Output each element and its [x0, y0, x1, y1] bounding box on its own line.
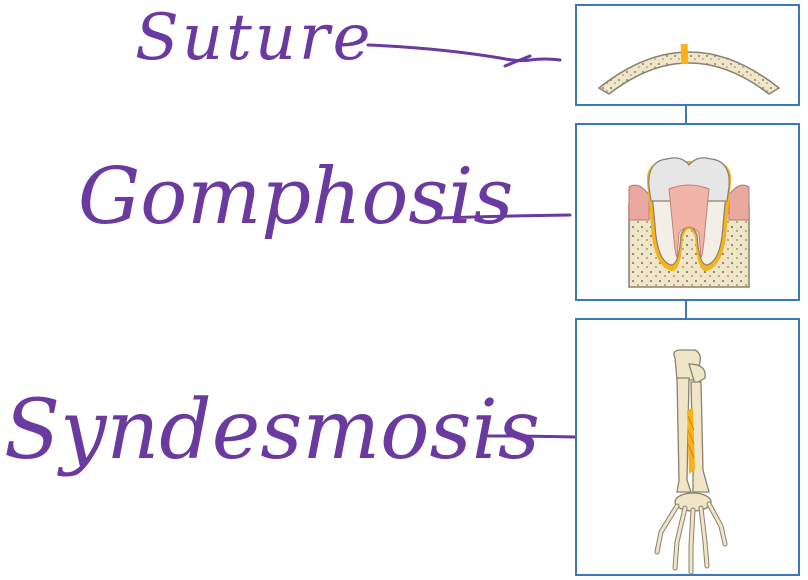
label-suture: Suture	[135, 1, 374, 75]
label-syndesmosis: Syndesmosis	[4, 383, 540, 478]
tooth-socket-illustration	[628, 157, 750, 288]
panel-syndesmosis	[575, 318, 800, 576]
gomphosis-connector	[438, 213, 572, 220]
forearm-bones-illustration	[654, 349, 728, 575]
skull-suture-illustration	[597, 43, 781, 95]
label-gomphosis: Gomphosis	[78, 152, 514, 242]
panel-suture	[575, 4, 800, 106]
syndesmosis-connector	[486, 434, 577, 439]
suture-connector	[366, 43, 562, 68]
panel-gomphosis	[575, 123, 800, 301]
